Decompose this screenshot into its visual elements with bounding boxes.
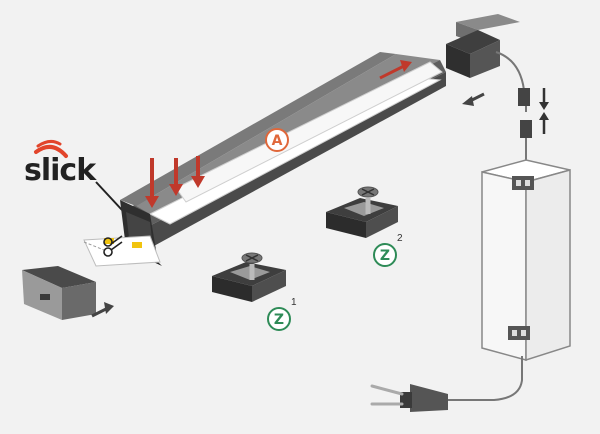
scissors-icon (103, 235, 123, 257)
end-cap-top-arrow (462, 92, 485, 106)
callout-clip-1-index: 1 (291, 297, 297, 308)
cable-mains (448, 356, 523, 401)
connector-icon (518, 88, 532, 138)
mounting-clip-2 (326, 186, 398, 238)
insert-arrows (145, 156, 205, 208)
callout-profile: A (265, 128, 289, 152)
diffuser-strip (148, 77, 442, 225)
callout-clip-1-label: Z (274, 312, 284, 328)
end-cap-top (446, 14, 520, 78)
callout-clip-2-label: Z (380, 248, 390, 264)
callout-clip-1: Z 1 (267, 297, 297, 331)
power-supply-icon (481, 159, 571, 362)
connector-arrows (539, 88, 549, 134)
callout-clip-2-index: 2 (397, 233, 403, 244)
slide-arrow (379, 60, 412, 80)
led-strip (83, 235, 161, 267)
mounting-clip-1 (212, 252, 286, 302)
brand-logo-text: slick (24, 153, 96, 188)
plug-icon (370, 384, 448, 412)
cable-top (495, 51, 525, 91)
callout-clip-2: Z 2 (373, 233, 403, 267)
callout-profile-label: A (272, 133, 283, 149)
brand-logo-swoosh (34, 139, 68, 158)
end-cap-arrow (91, 302, 114, 318)
brand-leader-line (95, 181, 123, 211)
end-cap (22, 266, 96, 320)
